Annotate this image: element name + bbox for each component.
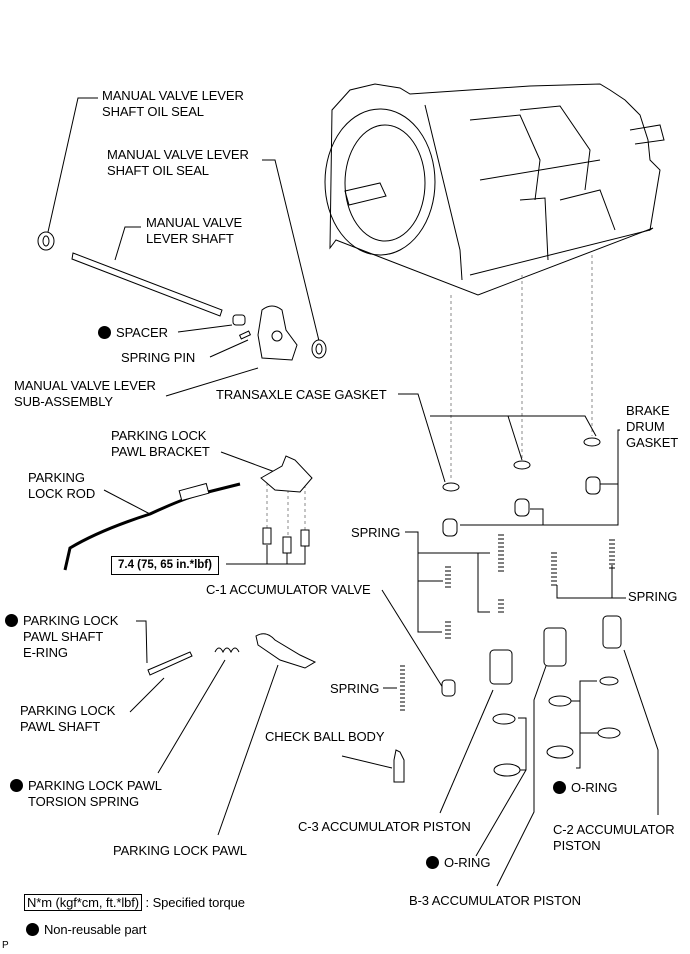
parking-lock-pawl bbox=[255, 633, 317, 669]
figure-code: P bbox=[2, 940, 9, 951]
label-o-ring-2-text: O-RING bbox=[571, 780, 618, 795]
label-o-ring-1-text: O-RING bbox=[444, 855, 491, 870]
non-reusable-dot-icon bbox=[10, 779, 23, 792]
b3-piston bbox=[543, 627, 567, 667]
label-e-ring-text: PARKING LOCK PAWL SHAFT E-RING bbox=[23, 613, 119, 660]
label-o-ring-1: O-RING bbox=[426, 855, 490, 871]
parking-lock-pawl-bracket bbox=[260, 455, 313, 493]
label-mvl-shaft-oil-seal-1: MANUAL VALVE LEVER SHAFT OIL SEAL bbox=[102, 88, 244, 119]
label-pl-pawl-shaft: PARKING LOCK PAWL SHAFT bbox=[20, 703, 116, 734]
label-o-ring-2: O-RING bbox=[553, 780, 617, 796]
label-b3-accumulator-piston: B-3 ACCUMULATOR PISTON bbox=[409, 893, 581, 908]
label-mvl-shaft-oil-seal-2: MANUAL VALVE LEVER SHAFT OIL SEAL bbox=[107, 147, 249, 178]
legend-non-reusable-text: Non-reusable part bbox=[44, 922, 147, 937]
label-spring-3: SPRING bbox=[330, 681, 380, 696]
non-reusable-dot-icon bbox=[26, 923, 39, 936]
label-pl-pawl-torsion-spring: PARKING LOCK PAWL TORSION SPRING bbox=[10, 778, 162, 810]
legend-torque-unit: N*m (kgf*cm, ft.*lbf) bbox=[24, 894, 143, 911]
legend-torque-desc: : Specified torque bbox=[145, 895, 245, 910]
label-spring-1: SPRING bbox=[351, 525, 401, 540]
label-c1-accumulator-valve: C-1 ACCUMULATOR VALVE bbox=[206, 582, 371, 597]
non-reusable-dot-icon bbox=[5, 614, 18, 627]
non-reusable-dot-icon bbox=[98, 326, 111, 339]
label-spacer: SPACER bbox=[98, 325, 168, 341]
label-check-ball-body: CHECK BALL BODY bbox=[265, 729, 385, 744]
manual-valve-lever-shaft bbox=[71, 252, 223, 317]
legend-torque: N*m (kgf*cm, ft.*lbf) : Specified torque bbox=[24, 894, 245, 911]
c2-piston bbox=[602, 615, 622, 649]
label-pl-pawl-shaft-e-ring: PARKING LOCK PAWL SHAFT E-RING bbox=[5, 613, 118, 661]
guide-lines bbox=[266, 255, 593, 538]
label-transaxle-case-gasket: TRANSAXLE CASE GASKET bbox=[216, 387, 387, 402]
label-spacer-text: SPACER bbox=[116, 325, 168, 340]
label-brake-drum-gasket: BRAKE DRUM GASKET bbox=[626, 403, 679, 450]
label-mvl-sub-assembly: MANUAL VALVE LEVER SUB-ASSEMBLY bbox=[14, 378, 156, 409]
transaxle-case-drawing bbox=[324, 83, 665, 296]
legend-non-reusable: Non-reusable part bbox=[26, 922, 146, 938]
label-c2-accumulator-piston: C-2 ACCUMULATOR PISTON bbox=[553, 822, 675, 853]
label-parking-lock-pawl: PARKING LOCK PAWL bbox=[113, 843, 247, 858]
torque-spec-box: 7.4 (75, 65 in.*lbf) bbox=[111, 556, 219, 575]
label-c3-accumulator-piston: C-3 ACCUMULATOR PISTON bbox=[298, 819, 471, 834]
label-parking-lock-pawl-bracket: PARKING LOCK PAWL BRACKET bbox=[111, 428, 210, 459]
non-reusable-dot-icon bbox=[553, 781, 566, 794]
check-ball-body bbox=[393, 749, 405, 783]
label-parking-lock-rod: PARKING LOCK ROD bbox=[28, 470, 96, 501]
label-spring-pin: SPRING PIN bbox=[121, 350, 196, 365]
label-spring-2: SPRING bbox=[628, 589, 678, 604]
label-mvl-shaft: MANUAL VALVE LEVER SHAFT bbox=[146, 215, 243, 246]
non-reusable-dot-icon bbox=[426, 856, 439, 869]
c3-piston bbox=[489, 649, 513, 685]
label-torsion-spring-text: PARKING LOCK PAWL TORSION SPRING bbox=[28, 778, 162, 809]
